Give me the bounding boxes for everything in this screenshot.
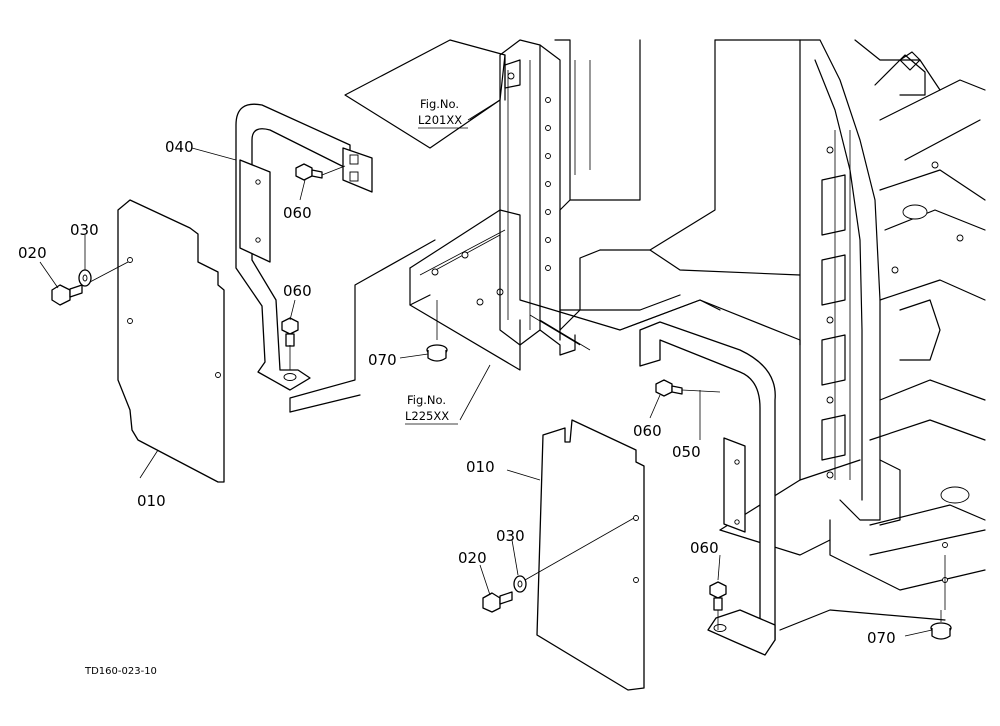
grommet-070-left — [426, 344, 448, 362]
callout-040: 040 — [165, 138, 194, 156]
ref-l225xx-line2: L225XX — [405, 409, 449, 423]
machine-frame — [409, 39, 986, 631]
callout-030-left: 030 — [70, 221, 99, 239]
grommet-070-right — [930, 622, 952, 640]
ref-l201xx-line1: Fig.No. — [420, 97, 459, 111]
callout-070-right: 070 — [867, 629, 896, 647]
figure-references: Fig.No. L201XX Fig.No. L225XX — [405, 97, 468, 425]
callout-010-right: 010 — [466, 458, 495, 476]
bolt-060-right-top — [655, 379, 683, 397]
handrail-right — [639, 321, 776, 656]
bolt-020-left — [51, 284, 83, 306]
ref-panel-l201xx — [344, 39, 506, 149]
washer-030-right — [513, 575, 527, 593]
callout-labels: 040 030 020 010 060 060 070 010 030 020 … — [18, 138, 896, 647]
handrail-left — [235, 103, 373, 391]
cover-plate-left — [117, 199, 225, 483]
callout-020-left: 020 — [18, 244, 47, 262]
callout-020-right: 020 — [458, 549, 487, 567]
bolt-020-right — [482, 591, 513, 613]
callout-060-mid: 060 — [283, 282, 312, 300]
leader-lines — [39, 99, 942, 637]
ref-l225xx-line1: Fig.No. — [407, 393, 446, 407]
callout-010-left: 010 — [137, 492, 166, 510]
ref-panel-l225xx — [289, 239, 436, 413]
drawing-code: TD160-023-10 — [84, 666, 157, 677]
bolt-060-top-left — [295, 163, 323, 181]
ref-l201xx-line2: L201XX — [418, 113, 462, 127]
callout-030-right: 030 — [496, 527, 525, 545]
callout-060-right-top: 060 — [633, 422, 662, 440]
callout-060-top: 060 — [283, 204, 312, 222]
bolt-060-mid-left — [281, 317, 299, 347]
callout-060-right-bot: 060 — [690, 539, 719, 557]
bolt-060-right-bot — [709, 581, 727, 611]
washer-030-left — [78, 269, 92, 287]
callout-070-left: 070 — [368, 351, 397, 369]
cover-plate-right — [536, 419, 645, 691]
callout-050: 050 — [672, 443, 701, 461]
